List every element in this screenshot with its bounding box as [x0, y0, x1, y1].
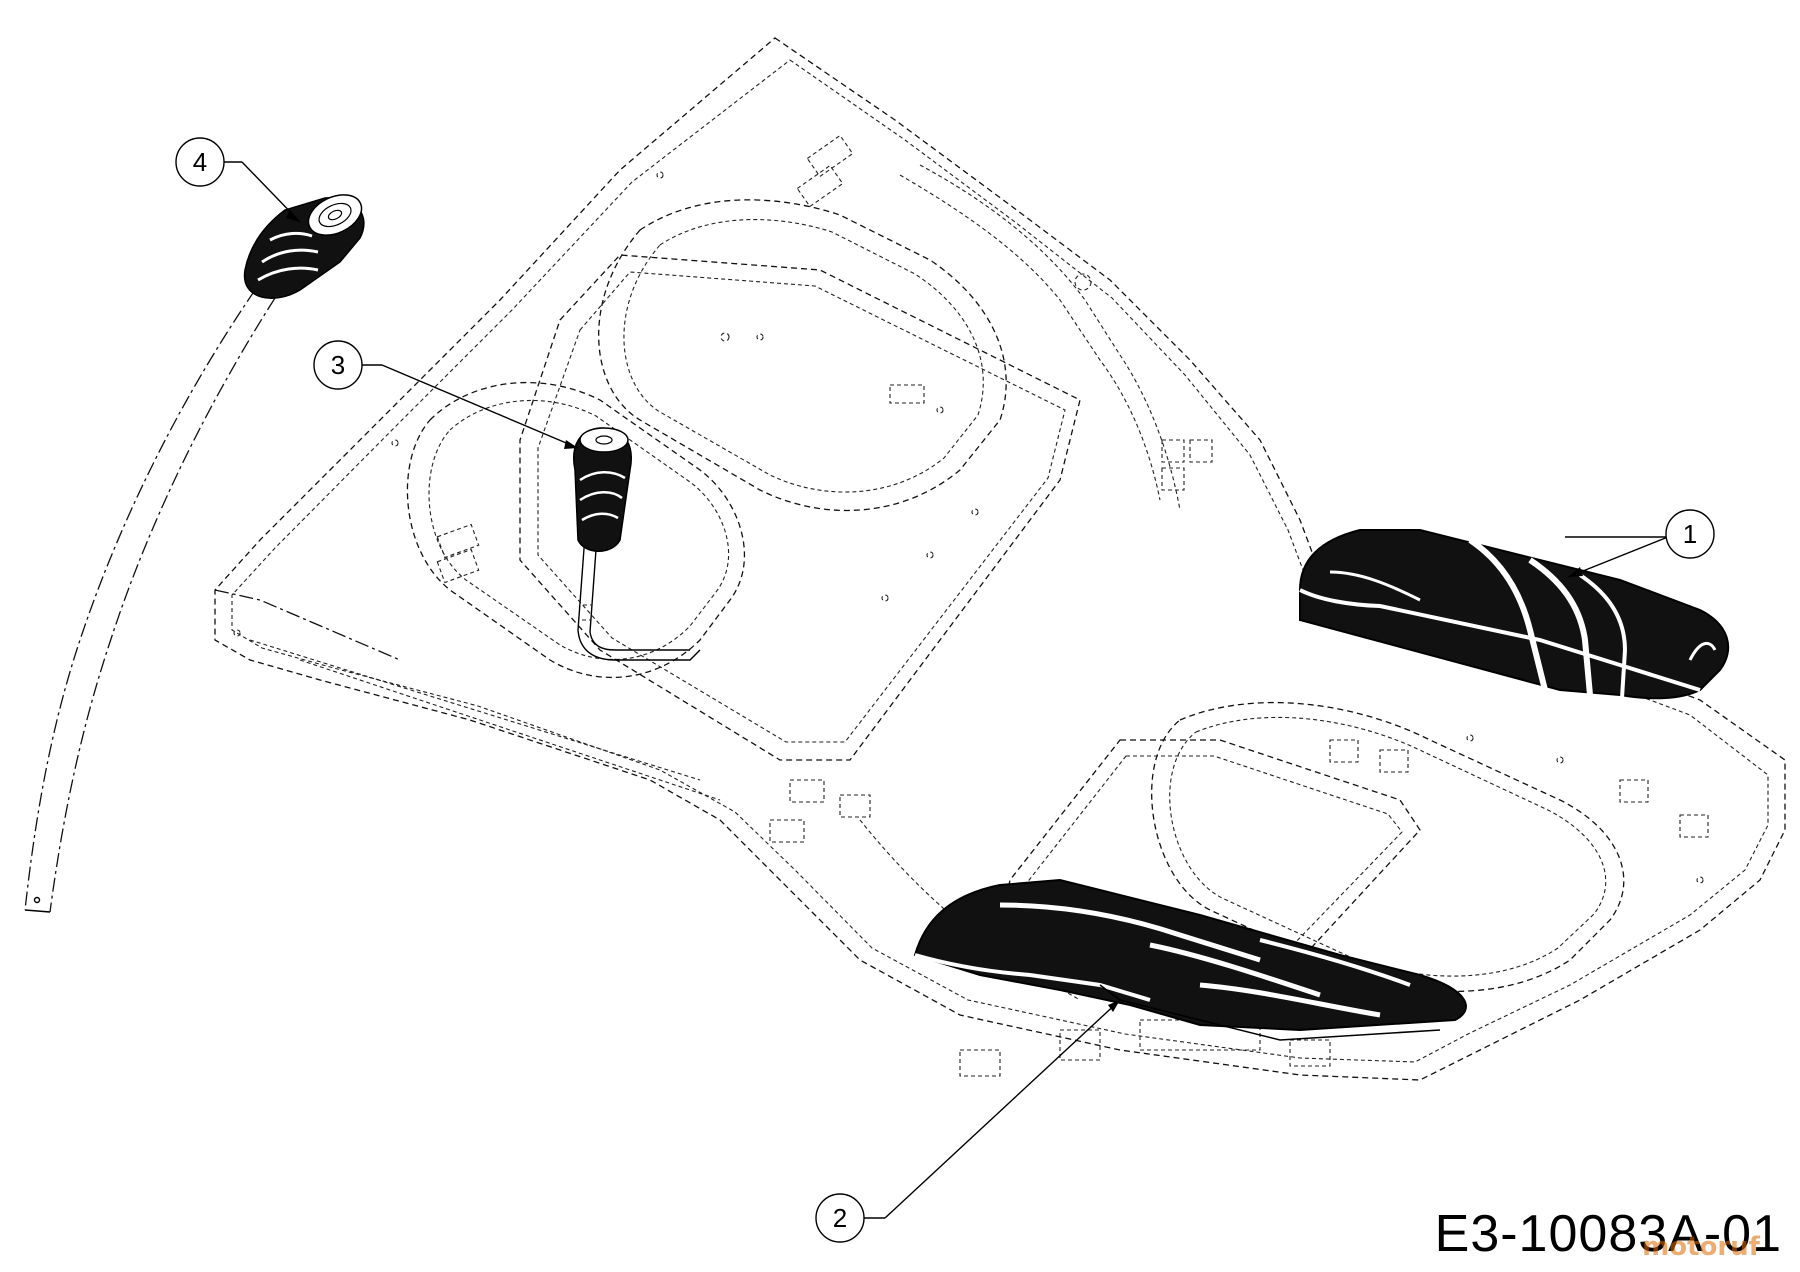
- lever-shaft: [577, 534, 598, 633]
- callout-1: 1: [1565, 509, 1715, 578]
- callout-2: 2: [815, 999, 1121, 1243]
- watermark-logo: motoruf: [1642, 1232, 1760, 1262]
- drawing-code: E3-10083A-01: [1434, 1205, 1782, 1263]
- handle-grip: [243, 194, 365, 299]
- callout-3-label: 3: [331, 350, 345, 380]
- foot-pad-right: [1299, 529, 1730, 700]
- handle-grip-assembly: [24, 194, 365, 913]
- lever-knob-assembly: [573, 427, 701, 661]
- callout-4: 4: [175, 137, 301, 223]
- callout-3: 3: [313, 340, 579, 449]
- foot-pad-left: [913, 878, 1467, 1041]
- callout-2-label: 2: [833, 1203, 847, 1233]
- lever-knob: [573, 427, 632, 552]
- callout-1-label: 1: [1683, 519, 1697, 549]
- callout-4-label: 4: [193, 147, 207, 177]
- handle-rod: [24, 289, 256, 911]
- mounting-holes: [233, 171, 1704, 884]
